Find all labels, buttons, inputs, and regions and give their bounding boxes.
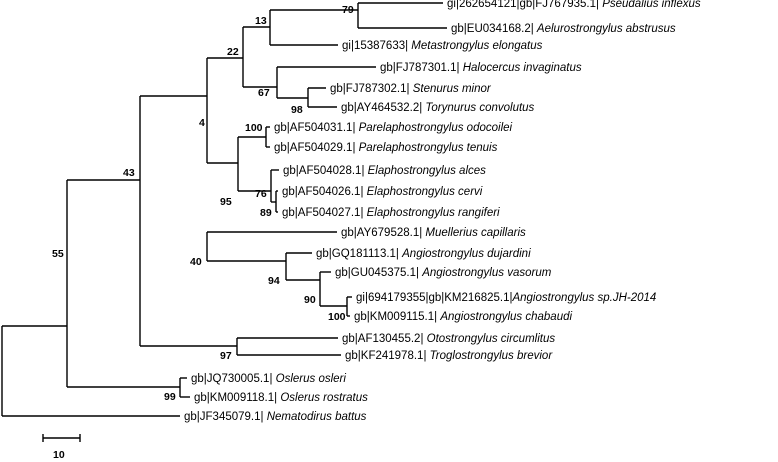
bootstrap-value: 94 xyxy=(268,275,280,287)
leaf-label-muellerius-capillaris: gb|AY679528.1| Muellerius capillaris xyxy=(341,227,526,239)
scale-bar-label: 10 xyxy=(53,449,65,461)
leaf-label-stenurus-minor: gb|FJ787302.1| Stenurus minor xyxy=(330,83,492,95)
bootstrap-value: 95 xyxy=(220,196,232,208)
leaf-label-elaphostrongylus-alces: gb|AF504028.1| Elaphostrongylus alces xyxy=(283,165,486,177)
leaf-label-torynurus-convolutus: gb|AY464532.2| Torynurus convolutus xyxy=(341,102,535,114)
bootstrap-value: 13 xyxy=(255,15,267,27)
leaf-label-elaphostrongylus-rangiferi: gb|AF504027.1| Elaphostrongylus rangifer… xyxy=(282,207,500,219)
leaf-label-troglostrongylus-brevior: gb|KF241978.1| Troglostrongylus brevior xyxy=(345,350,553,362)
leaf-label-parelaphostrongylus-tenuis: gb|AF504029.1| Parelaphostrongylus tenui… xyxy=(274,142,498,154)
bootstrap-value: 43 xyxy=(123,167,135,179)
bootstrap-value: 22 xyxy=(227,46,239,58)
leaf-label-parelaphostrongylus-odocoilei: gb|AF504031.1| Parelaphostrongylus odoco… xyxy=(274,122,513,134)
bootstrap-value: 79 xyxy=(342,4,354,16)
bootstrap-value: 55 xyxy=(52,248,64,260)
bootstrap-value: 90 xyxy=(304,294,316,306)
bootstrap-value: 99 xyxy=(164,391,176,403)
leaf-label-elaphostrongylus-cervi: gb|AF504026.1| Elaphostrongylus cervi xyxy=(282,186,483,198)
bootstrap-value: 89 xyxy=(260,207,272,219)
bootstrap-values: 79 13 22 67 98 4 100 95 76 89 43 40 94 9… xyxy=(52,4,354,403)
bootstrap-value: 4 xyxy=(199,117,205,129)
bootstrap-value: 40 xyxy=(190,256,202,268)
bootstrap-value: 98 xyxy=(291,104,303,116)
leaf-labels: gi|262654121|gb|FJ767935.1| Pseudalius i… xyxy=(184,0,701,423)
leaf-label-aelurostrongylus-abstrusus: gb|EU034168.2| Aelurostrongylus abstrusu… xyxy=(451,23,676,35)
leaf-label-angiostrongylus-vasorum: gb|GU045375.1| Angiostrongylus vasorum xyxy=(335,267,552,279)
leaf-label-halocercus-invaginatus: gb|FJ787301.1| Halocercus invaginatus xyxy=(380,62,582,74)
leaf-label-pseudalius-inflexus: gi|262654121|gb|FJ767935.1| Pseudalius i… xyxy=(447,0,701,10)
leaf-label-oslerus-rostratus: gb|KM009118.1| Oslerus rostratus xyxy=(194,392,368,404)
bootstrap-value: 67 xyxy=(258,87,270,99)
leaf-label-nematodirus-battus: gb|JF345079.1| Nematodirus battus xyxy=(184,411,367,423)
bootstrap-value: 76 xyxy=(255,188,267,200)
leaf-label-angiostrongylus-dujardini: gb|GQ181113.1| Angiostrongylus dujardini xyxy=(316,248,531,260)
bootstrap-value: 100 xyxy=(328,311,346,323)
tree-branches xyxy=(1,2,447,417)
scale-bar: 10 xyxy=(42,434,81,461)
bootstrap-value: 97 xyxy=(220,350,232,362)
leaf-label-metastrongylus-elongatus: gi|15387633| Metastrongylus elongatus xyxy=(342,40,543,52)
leaf-label-angiostrongylus-sp-jh-2014: gi|694179355|gb|KM216825.1|Angiostrongyl… xyxy=(356,292,656,304)
leaf-label-otostrongylus-circumlitus: gb|AF130455.2| Otostrongylus circumlitus xyxy=(342,333,555,345)
leaf-label-angiostrongylus-chabaudi: gb|KM009115.1| Angiostrongylus chabaudi xyxy=(354,311,572,323)
leaf-label-oslerus-osleri: gb|JQ730005.1| Oslerus osleri xyxy=(191,373,346,385)
bootstrap-value: 100 xyxy=(245,122,263,134)
